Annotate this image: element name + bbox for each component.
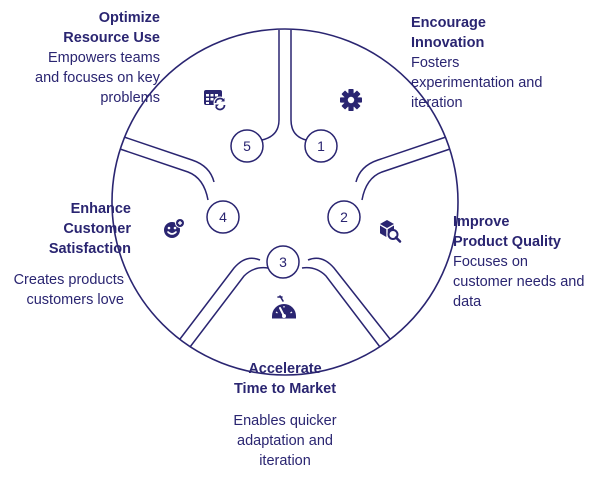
segment-4-title-line: Customer <box>63 221 131 237</box>
channel-line <box>119 148 209 201</box>
segment-5-title-line: Resource Use <box>63 30 160 46</box>
segment-2-title-line: Product Quality <box>453 234 561 250</box>
segment-5-desc-line: Empowers teams <box>47 50 160 66</box>
number-badge-label: 3 <box>279 254 287 270</box>
segment-5-desc-line: and focuses on key <box>35 70 160 86</box>
segment-4-description: Creates products customers love <box>0 270 124 310</box>
gear-icon <box>340 89 362 111</box>
segment-1-title: Encourage Innovation <box>411 13 591 53</box>
segment-2-description: Focuses on customer needs and data <box>453 252 598 312</box>
segment-3-title-line: Time to Market <box>233 381 337 397</box>
outer-circle <box>111 28 459 376</box>
channel-line <box>189 266 269 348</box>
segment-1-description: Fosters experimentation and iteration <box>411 53 591 113</box>
segment-1-title-line: Encourage <box>411 15 486 31</box>
number-badge-label: 2 <box>340 209 348 225</box>
segment-dividers <box>119 30 451 348</box>
speedometer-icon <box>272 295 296 319</box>
channel-line <box>179 257 261 340</box>
number-badges: 5 1 2 3 4 <box>206 129 361 279</box>
channel-line <box>307 257 391 340</box>
segment-2-title: Improve Product Quality <box>453 212 598 252</box>
number-badge-label: 1 <box>317 138 325 154</box>
channel-line <box>355 136 447 183</box>
channel-line <box>301 266 381 348</box>
segment-3-desc-line: iteration <box>259 453 311 469</box>
number-badge <box>304 129 338 163</box>
segment-5-title: Optimize Resource Use <box>10 8 160 48</box>
segment-5-description: Empowers teams and focuses on key proble… <box>10 48 160 108</box>
calendar-refresh-icon <box>204 90 227 111</box>
segment-2-text: Improve Product Quality Focuses on custo… <box>453 212 598 312</box>
segment-2-desc-line: data <box>453 294 482 310</box>
channel-line <box>290 30 307 141</box>
channel-line <box>261 30 280 141</box>
segment-3-desc-line: adaptation and <box>237 433 333 449</box>
segment-3-title: Accelerate Time to Market <box>210 359 360 399</box>
segment-icons <box>164 89 402 319</box>
segment-5-text: Optimize Resource Use Empowers teams and… <box>10 8 160 108</box>
segment-3-title-line: Accelerate <box>248 361 322 377</box>
segment-4-title-line: Satisfaction <box>48 241 131 257</box>
box-search-icon <box>380 220 402 243</box>
segment-3-desc-line: Enables quicker <box>233 413 337 429</box>
segment-3-text: Accelerate Time to Market Enables quicke… <box>210 359 360 471</box>
number-badge <box>206 200 240 234</box>
channel-line <box>361 148 451 201</box>
number-badge <box>266 245 300 279</box>
segment-4-desc-line: customers love <box>26 292 124 308</box>
segment-1-title-line: Innovation <box>411 35 485 51</box>
channel-line <box>123 136 215 183</box>
number-badge-label: 4 <box>219 209 227 225</box>
segment-4-text: Enhance Customer Satisfaction Creates pr… <box>0 199 131 310</box>
segment-1-desc-line: Fosters <box>411 55 460 71</box>
segment-4-title-line: Enhance <box>70 201 131 217</box>
segment-2-desc-line: customer needs and <box>453 274 585 290</box>
segment-4-title: Enhance Customer Satisfaction <box>0 199 131 259</box>
segment-1-desc-line: iteration <box>411 95 463 111</box>
segment-1-text: Encourage Innovation Fosters experimenta… <box>411 13 591 113</box>
segment-2-title-line: Improve <box>453 214 510 230</box>
number-badge-label: 5 <box>243 138 251 154</box>
number-badge <box>230 129 264 163</box>
segment-3-description: Enables quicker adaptation and iteration <box>210 411 360 471</box>
smiley-add-icon <box>164 218 185 238</box>
segment-4-desc-line: Creates products <box>13 272 124 288</box>
segment-1-desc-line: experimentation and <box>411 75 543 91</box>
segment-2-desc-line: Focuses on <box>453 254 528 270</box>
segment-5-title-line: Optimize <box>98 10 160 26</box>
segment-5-desc-line: problems <box>100 90 160 106</box>
number-badge <box>327 200 361 234</box>
